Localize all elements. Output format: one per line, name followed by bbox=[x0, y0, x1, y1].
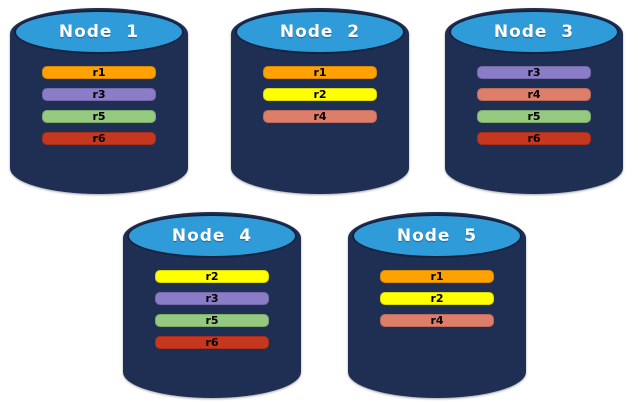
cylinder-top-ellipse: Node 1 bbox=[14, 10, 184, 54]
replica-bar: r2 bbox=[263, 88, 377, 101]
node-title: Node 3 bbox=[493, 22, 575, 42]
node-title: Node 5 bbox=[396, 226, 478, 246]
replica-bar-list: r1 r2 r4 bbox=[348, 270, 526, 336]
replica-bar-list: r3 r4 r5 r6 bbox=[445, 66, 623, 154]
replica-bar: r3 bbox=[42, 88, 156, 101]
node-cylinder: Node 5 r1 r2 r4 bbox=[348, 212, 526, 398]
replica-bar: r3 bbox=[477, 66, 591, 79]
replica-bar: r4 bbox=[477, 88, 591, 101]
replica-bar: r2 bbox=[155, 270, 269, 283]
replica-bar: r2 bbox=[380, 292, 494, 305]
node-title: Node 2 bbox=[279, 22, 361, 42]
cylinder-top-ellipse: Node 3 bbox=[449, 10, 619, 54]
node-title: Node 4 bbox=[171, 226, 253, 246]
node-cylinder: Node 2 r1 r2 r4 bbox=[231, 8, 409, 194]
cylinder-top-ellipse: Node 2 bbox=[235, 10, 405, 54]
replica-bar-list: r1 r2 r4 bbox=[231, 66, 409, 132]
replica-bar-list: r2 r3 r5 r6 bbox=[123, 270, 301, 358]
node-title: Node 1 bbox=[58, 22, 140, 42]
cylinder-top-ellipse: Node 5 bbox=[352, 214, 522, 258]
replica-bar: r1 bbox=[263, 66, 377, 79]
replica-bar: r5 bbox=[42, 110, 156, 123]
node-cylinder: Node 4 r2 r3 r5 r6 bbox=[123, 212, 301, 398]
replica-bar: r4 bbox=[380, 314, 494, 327]
replica-bar-list: r1 r3 r5 r6 bbox=[10, 66, 188, 154]
replica-bar: r5 bbox=[155, 314, 269, 327]
replica-bar: r4 bbox=[263, 110, 377, 123]
replica-bar: r6 bbox=[42, 132, 156, 145]
cylinder-top-ellipse: Node 4 bbox=[127, 214, 297, 258]
replica-bar: r6 bbox=[155, 336, 269, 349]
node-cylinder: Node 1 r1 r3 r5 r6 bbox=[10, 8, 188, 194]
node-cylinder: Node 3 r3 r4 r5 r6 bbox=[445, 8, 623, 194]
replica-bar: r6 bbox=[477, 132, 591, 145]
replica-bar: r5 bbox=[477, 110, 591, 123]
replica-bar: r1 bbox=[380, 270, 494, 283]
replica-bar: r3 bbox=[155, 292, 269, 305]
replica-bar: r1 bbox=[42, 66, 156, 79]
